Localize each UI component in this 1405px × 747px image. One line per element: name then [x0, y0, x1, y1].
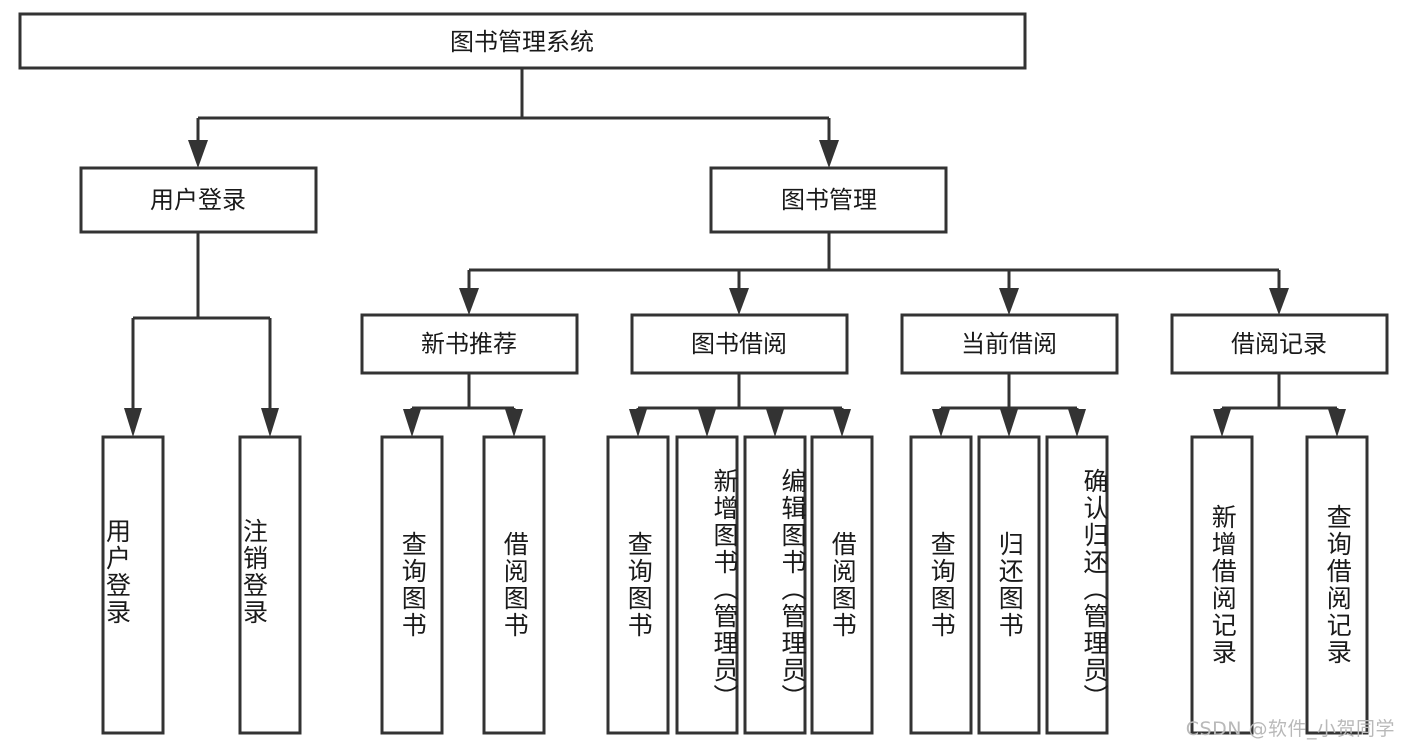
arrow-leaf-user-login-1	[124, 408, 142, 437]
arrow-leaf-new-book-1	[403, 409, 421, 437]
node-current-borrow-label: 当前借阅	[961, 330, 1057, 358]
node-book-borrow-label: 图书借阅	[691, 330, 787, 358]
leaf-box-user-login-logout[interactable]	[238, 435, 302, 735]
node-current-borrow[interactable]	[900, 313, 1119, 375]
leaf-box-book-borrow-borrow[interactable]	[810, 435, 874, 735]
arrow-user-login	[188, 140, 208, 168]
arrow-current-borrow	[999, 288, 1019, 315]
arrow-leaf-book-borrow-4	[833, 409, 851, 437]
leaf-box-borrow-record-add[interactable]	[1190, 435, 1254, 735]
arrow-leaf-book-borrow-1	[629, 409, 647, 437]
leaf-box-book-borrow-query[interactable]	[606, 435, 670, 735]
leaf-box-user-login-login[interactable]	[101, 435, 165, 735]
arrow-leaf-new-book-2	[505, 409, 523, 437]
node-book-management[interactable]	[709, 166, 948, 234]
node-book-borrow[interactable]	[630, 313, 849, 375]
arrow-book-borrow	[729, 288, 749, 315]
arrow-leaf-user-login-2	[261, 408, 279, 437]
node-new-book-recommend[interactable]	[360, 313, 579, 375]
node-root-book-management-system[interactable]	[18, 12, 1027, 70]
leaf-box-book-borrow-add[interactable]	[675, 435, 739, 735]
arrow-leaf-current-borrow-2	[1000, 409, 1018, 437]
leaf-box-borrow-record-query[interactable]	[1305, 435, 1369, 735]
node-user-login[interactable]	[79, 166, 318, 234]
leaf-box-book-borrow-edit[interactable]	[743, 435, 807, 735]
arrow-new-book	[459, 288, 479, 315]
leaf-box-new-book-query[interactable]	[380, 435, 444, 735]
leaf-box-current-borrow-query[interactable]	[909, 435, 973, 735]
arrow-leaf-borrow-record-2	[1328, 409, 1346, 437]
arrow-leaf-current-borrow-3	[1068, 409, 1086, 437]
leaf-box-current-borrow-confirm[interactable]	[1045, 435, 1109, 735]
arrow-leaf-book-borrow-2	[698, 409, 716, 437]
node-borrow-record[interactable]	[1170, 313, 1389, 375]
watermark-text: CSDN @软件_小贺同学	[1185, 718, 1395, 740]
node-user-login-label: 用户登录	[150, 186, 246, 214]
arrow-book-manage	[819, 140, 839, 168]
node-root-label: 图书管理系统	[450, 28, 594, 56]
arrow-leaf-borrow-record-1	[1213, 409, 1231, 437]
leaf-box-current-borrow-return[interactable]	[977, 435, 1041, 735]
node-layer: 图书管理系统 用户登录 图书管理 新书推荐 图书借阅 当前借阅 借阅记录	[18, 12, 1389, 735]
node-borrow-record-label: 借阅记录	[1231, 330, 1327, 358]
arrow-leaf-current-borrow-1	[932, 409, 950, 437]
leaf-box-new-book-borrow[interactable]	[482, 435, 546, 735]
node-new-book-recommend-label: 新书推荐	[421, 330, 517, 358]
arrow-borrow-record	[1269, 288, 1289, 315]
connector-layer	[124, 68, 1346, 437]
arrow-leaf-book-borrow-3	[766, 409, 784, 437]
node-book-management-label: 图书管理	[781, 186, 877, 214]
